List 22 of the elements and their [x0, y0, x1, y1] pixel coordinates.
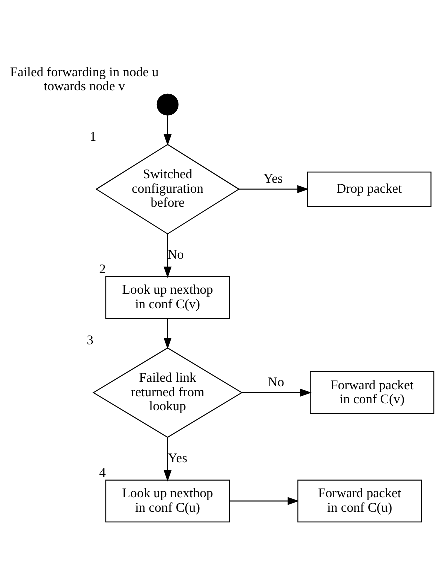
arrow — [242, 388, 312, 397]
node-box: Forward packet in conf C(u) — [298, 480, 422, 523]
node-label: Failed forwarding in node u towards node v — [10, 64, 159, 94]
node-circle — [156, 94, 179, 116]
arrow — [164, 318, 172, 350]
arrow — [164, 234, 172, 278]
node-label: 4 — [99, 464, 106, 480]
arrow — [229, 497, 300, 506]
node-diamond: Failed link returned from lookup — [92, 348, 243, 438]
arrow — [164, 437, 172, 482]
arrow — [164, 115, 172, 146]
node-box: Forward packet in conf C(v) — [310, 371, 435, 414]
node-label: 3 — [87, 332, 94, 348]
arrow — [238, 185, 309, 194]
node-diamond: Switched configuration before — [96, 144, 240, 235]
node-box: Look up nexthop in conf C(u) — [106, 480, 230, 523]
node-label: 2 — [99, 261, 106, 276]
node-box: Drop packet — [307, 172, 432, 207]
node-box: Look up nexthop in conf C(v) — [106, 276, 230, 320]
node-label: 1 — [90, 129, 97, 144]
edge-label: No — [268, 374, 284, 390]
edge-label: Yes — [264, 170, 284, 186]
